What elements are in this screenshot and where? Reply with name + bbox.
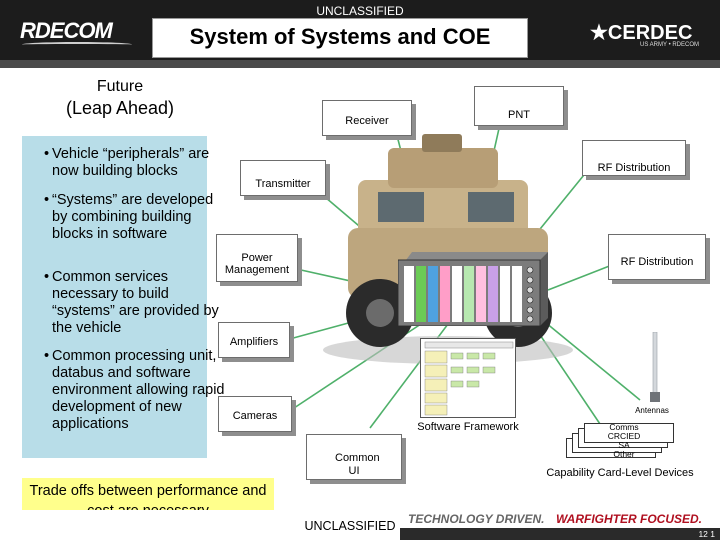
transmitter-card[interactable]: Transmitter xyxy=(240,160,326,196)
leap-ahead-heading: (Leap Ahead) xyxy=(65,98,175,118)
footer-stripe xyxy=(400,528,720,540)
cameras-card[interactable]: Cameras xyxy=(218,396,292,432)
capability-item: Other xyxy=(613,449,635,459)
slogan-warfighter: WARFIGHTER FOCUSED. xyxy=(556,512,702,526)
cerdec-logo: ★CERDEC xyxy=(590,22,693,44)
power-management-label: Power Management xyxy=(224,252,290,276)
capability-item: SA xyxy=(618,440,630,450)
bullet-item: •Vehicle “peripherals” are now building … xyxy=(44,146,210,179)
rdecom-logo: RDECOM xyxy=(20,18,113,43)
title-banner xyxy=(152,18,528,58)
future-heading: Future xyxy=(96,78,144,95)
capability-card xyxy=(584,423,674,443)
page-number: 12 1 xyxy=(698,529,715,539)
common-ui-label: Common UI xyxy=(335,452,380,477)
receiver-card[interactable]: Receiver xyxy=(322,100,412,136)
rf-distribution-card-lower[interactable]: RF Distribution xyxy=(608,234,706,280)
pnt-label: PNT xyxy=(508,109,530,121)
pnt-card[interactable]: PNT xyxy=(474,86,564,126)
slogan-technology: TECHNOLOGY DRIVEN. xyxy=(408,512,545,526)
card-rack xyxy=(398,252,548,326)
bullet-item: •Common processing unit, databus and sof… xyxy=(44,348,225,432)
receiver-label: Receiver xyxy=(345,115,389,127)
bullet-item: •“Systems” are developed by combining bu… xyxy=(44,192,214,242)
amplifiers-label: Amplifiers xyxy=(229,336,279,348)
cameras-label: Cameras xyxy=(232,410,278,422)
bullet-dot: • xyxy=(44,269,50,285)
vehicle-illustration xyxy=(323,134,573,364)
capability-item: CRCIED xyxy=(607,431,641,441)
bullet-dot: • xyxy=(44,146,50,162)
bullet-dot: • xyxy=(44,348,50,364)
software-framework-diagram xyxy=(420,338,516,418)
classification-bottom: UNCLASSIFIED xyxy=(304,519,396,533)
common-ui-card[interactable]: Common UI xyxy=(306,434,402,480)
antenna-icon xyxy=(650,332,660,402)
transmitter-label: Transmitter xyxy=(255,178,311,190)
antennas-label: Antennas xyxy=(635,406,669,415)
capability-item: Comms xyxy=(609,422,639,432)
power-management-card[interactable]: Power Management xyxy=(216,234,298,282)
capability-devices-label: Capability Card-Level Devices xyxy=(546,467,694,479)
logo-swoosh xyxy=(22,42,132,47)
classification-top: UNCLASSIFIED xyxy=(316,4,404,18)
capability-card-list: Comms CRCIED SA Other xyxy=(585,423,663,459)
rf-distribution-label-upper: RF Distribution xyxy=(597,162,671,174)
slide-title: System of Systems and COE xyxy=(189,24,491,49)
software-framework-label: Software Framework xyxy=(417,421,519,433)
amplifiers-card[interactable]: Amplifiers xyxy=(218,322,290,358)
rf-distribution-card-upper[interactable]: RF Distribution xyxy=(582,140,686,176)
bullet-dot: • xyxy=(44,192,50,208)
header-stripe xyxy=(0,60,720,68)
rf-distribution-label-lower: RF Distribution xyxy=(620,256,694,268)
bullet-item: •Common services necessary to build “sys… xyxy=(44,269,219,336)
bullet-panel: •Vehicle “peripherals” are now building … xyxy=(22,136,225,458)
cerdec-logo-subtitle: US ARMY • RDECOM xyxy=(640,42,699,48)
